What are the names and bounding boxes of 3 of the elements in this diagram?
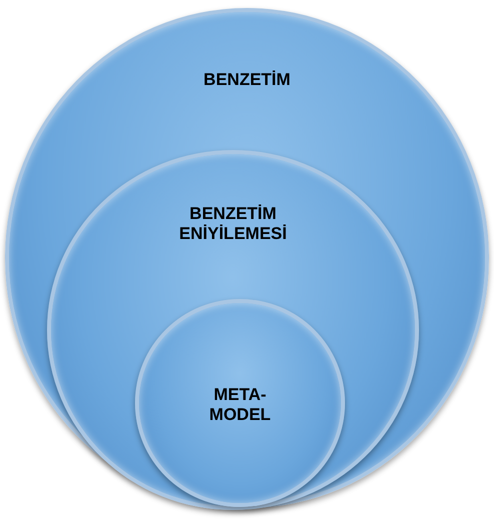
circle-label: META- MODEL (208, 385, 272, 425)
circle-label: BENZETİM (204, 70, 290, 90)
circle-label: BENZETİM ENİYİLEMESİ (178, 204, 288, 244)
